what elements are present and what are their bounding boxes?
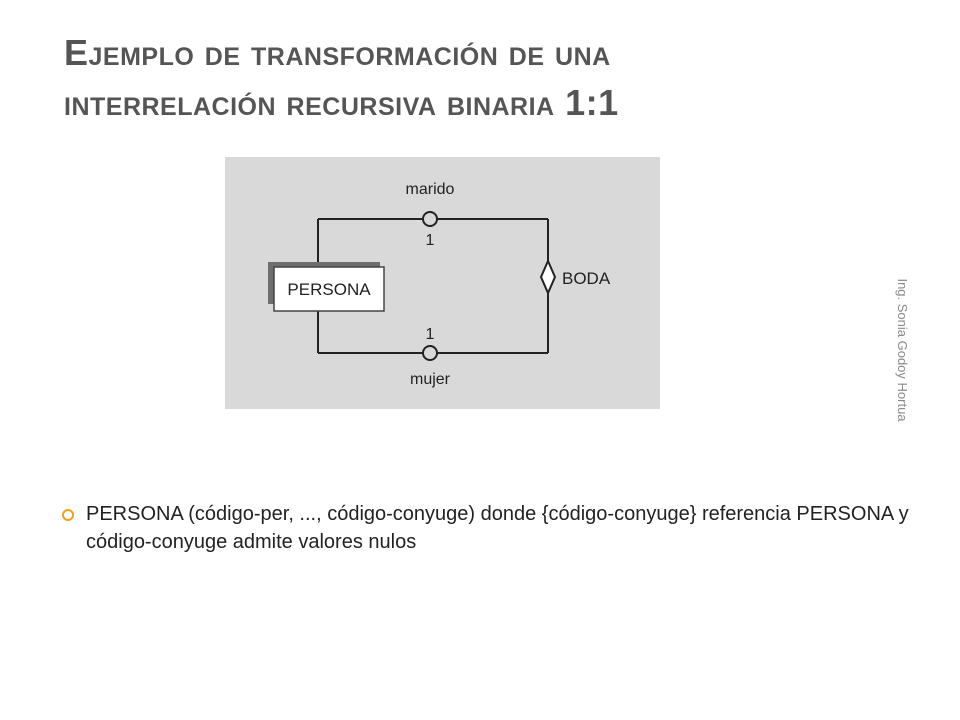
bullet-item: PERSONA (código-per, ..., código-conyuge… [62,500,912,556]
er-diagram-canvas: BODA marido 1 1 mujer PERSONA [225,157,660,409]
title-line-1: Ejemplo de transformación de una [64,32,611,73]
relationship-diamond-icon [539,258,557,296]
slide-title: Ejemplo de transformación de una interre… [64,28,824,128]
entity-label: PERSONA [287,280,371,299]
er-diagram: BODA marido 1 1 mujer PERSONA [225,157,660,409]
cardinality-bottom: 1 [426,326,435,343]
entity-box [273,266,385,312]
role-top-circle-icon [422,211,438,227]
bullet-text: PERSONA (código-per, ..., código-conyuge… [86,503,909,553]
role-bottom-circle-icon [422,345,438,361]
bullet-list: PERSONA (código-per, ..., código-conyuge… [62,500,912,556]
author-credit: Ing. Sonia Godoy Hortua [895,278,910,422]
role-top-label: marido [406,181,455,198]
role-bottom-label: mujer [410,371,451,388]
bullet-circle-icon [62,509,74,521]
title-line-2: interrelación recursiva binaria 1:1 [64,82,619,123]
relationship-label: BODA [562,269,611,288]
cardinality-top: 1 [426,232,435,249]
